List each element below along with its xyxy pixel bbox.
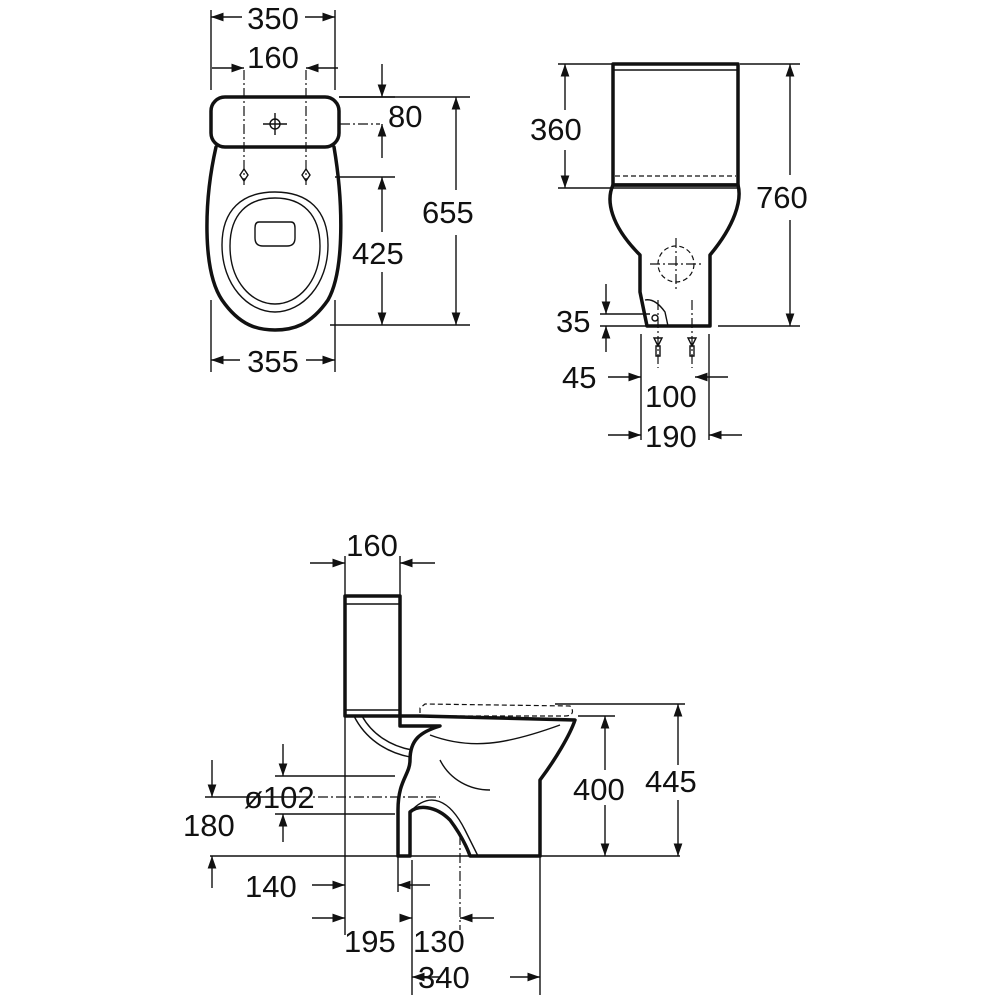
- top-view: 350 160 80 655 425 355: [205, 1, 474, 379]
- top-view-seat-opening: [221, 191, 329, 313]
- dim-445: 445: [645, 764, 697, 799]
- top-view-seat-inner: [229, 197, 321, 305]
- top-view-bowl: [205, 145, 343, 332]
- dim-760: 760: [756, 180, 808, 215]
- dim-425: 425: [352, 236, 404, 271]
- front-view: 160 ø102 180 400 445 140: [183, 528, 697, 995]
- front-view-seat: [419, 703, 574, 717]
- dim-160-top: 160: [247, 40, 299, 75]
- dim-160-front: 160: [346, 528, 398, 563]
- dim-195: 195: [344, 924, 396, 959]
- top-view-cistern: [209, 95, 341, 149]
- dim-190: 190: [645, 419, 697, 454]
- dim-400: 400: [573, 772, 625, 807]
- side-view-bowl: [608, 183, 741, 328]
- dim-80: 80: [388, 99, 422, 134]
- dim-100: 100: [645, 379, 697, 414]
- front-view-bowl: [396, 714, 577, 858]
- dim-655: 655: [422, 195, 474, 230]
- dim-180: 180: [183, 808, 235, 843]
- side-view-cistern: [611, 62, 740, 187]
- dim-350: 350: [247, 1, 299, 36]
- dim-340: 340: [418, 960, 470, 995]
- front-view-cistern: [343, 594, 402, 718]
- dim-140: 140: [245, 869, 297, 904]
- dim-355: 355: [247, 344, 299, 379]
- dim-130: 130: [413, 924, 465, 959]
- side-view: 360 760 35 45 100 190: [530, 62, 808, 454]
- top-view-seat-lid-outline: [254, 221, 296, 247]
- dim-35: 35: [556, 304, 590, 339]
- dim-360: 360: [530, 112, 582, 147]
- dim-45: 45: [562, 360, 596, 395]
